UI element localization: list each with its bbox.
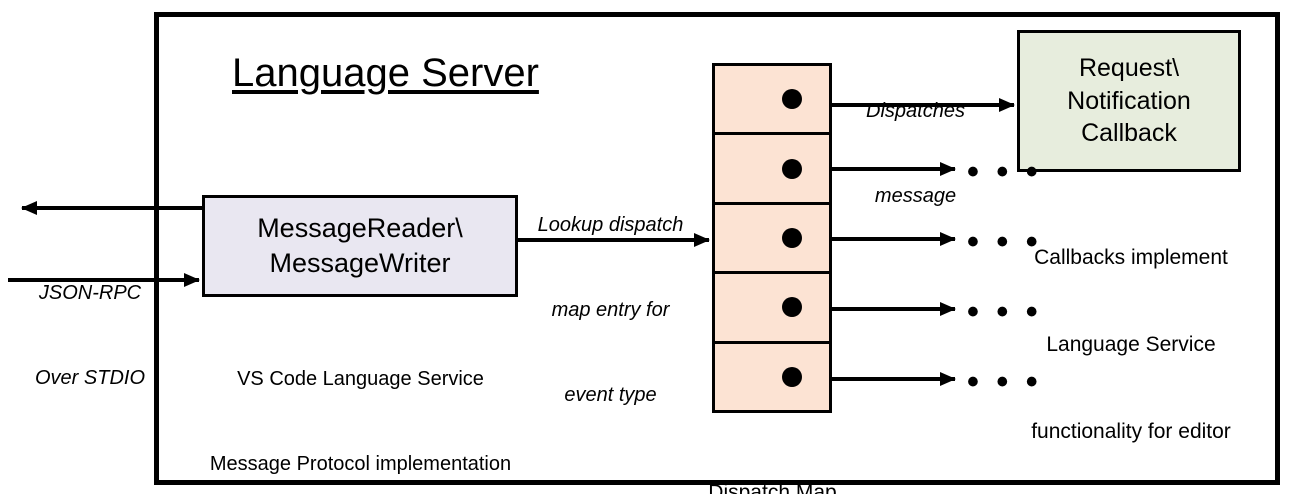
callback-dot-icon xyxy=(782,297,802,318)
jsonrpc-edge-label-line1: JSON-RPC xyxy=(38,281,142,304)
dispatch-map-row-3[interactable] xyxy=(715,204,829,275)
lookup-edge-label-line2: map entry for xyxy=(551,298,670,321)
message-reader-label-line1: MessageReader\ xyxy=(257,213,463,244)
message-reader-label-line2: MessageWriter xyxy=(269,248,451,278)
dispatches-edge-label-line1: Dispatches xyxy=(866,99,965,122)
message-reader-caption-line2: Message Protocol implementation xyxy=(209,452,512,475)
ellipsis-row-2: • • • xyxy=(967,153,1042,191)
callback-dot-icon xyxy=(782,228,802,249)
dispatch-map-row-2[interactable] xyxy=(715,135,829,205)
dispatch-map-row-1[interactable] xyxy=(715,66,829,136)
jsonrpc-edge-label: JSON-RPC Over STDIO xyxy=(20,222,160,449)
ellipsis-row-5: • • • xyxy=(967,363,1042,401)
callback-dot-icon xyxy=(782,158,802,179)
dispatches-edge-label: Dispatches message xyxy=(838,40,993,267)
callback-label-line3: Callback xyxy=(1081,119,1177,148)
callback-label-line2: Notification xyxy=(1067,86,1191,115)
ellipsis-row-4: • • • xyxy=(967,293,1042,331)
lookup-edge-label-line1: Lookup dispatch xyxy=(537,213,684,236)
dispatch-map-row-4[interactable] xyxy=(715,274,829,344)
message-reader-caption: VS Code Language Service Message Protoco… xyxy=(188,308,533,494)
callback-dot-icon xyxy=(782,366,802,387)
ellipsis-row-3: • • • xyxy=(967,223,1042,261)
message-reader-caption-line1: VS Code Language Service xyxy=(237,367,484,390)
page-title: Language Server xyxy=(232,51,539,95)
request-notification-callback-box[interactable]: Request\ Notification Callback xyxy=(1017,30,1241,172)
callback-caption-line1: Callbacks implement xyxy=(1034,245,1228,269)
lookup-edge-label-line3: event type xyxy=(564,384,657,407)
dispatch-map-table[interactable] xyxy=(712,63,832,413)
language-server-container-border xyxy=(154,12,1280,485)
callback-dot-icon xyxy=(782,89,802,110)
dispatch-map-caption: Dispatch Map (event_type, callback) xyxy=(640,421,905,494)
dispatch-map-row-5[interactable] xyxy=(715,343,829,411)
message-reader-writer-box[interactable]: MessageReader\ MessageWriter xyxy=(202,195,518,297)
callback-caption: Callbacks implement Language Service fun… xyxy=(1008,186,1254,494)
lookup-edge-label: Lookup dispatch map entry for event type xyxy=(513,154,708,466)
callback-caption-line3: functionality for editor xyxy=(1031,419,1231,443)
callback-label-line1: Request\ xyxy=(1078,54,1180,83)
dispatches-edge-label-line2: message xyxy=(874,184,957,207)
jsonrpc-edge-label-line2: Over STDIO xyxy=(34,366,145,389)
dispatch-map-caption-line1: Dispatch Map xyxy=(708,480,837,494)
callback-caption-line2: Language Service xyxy=(1046,332,1216,356)
